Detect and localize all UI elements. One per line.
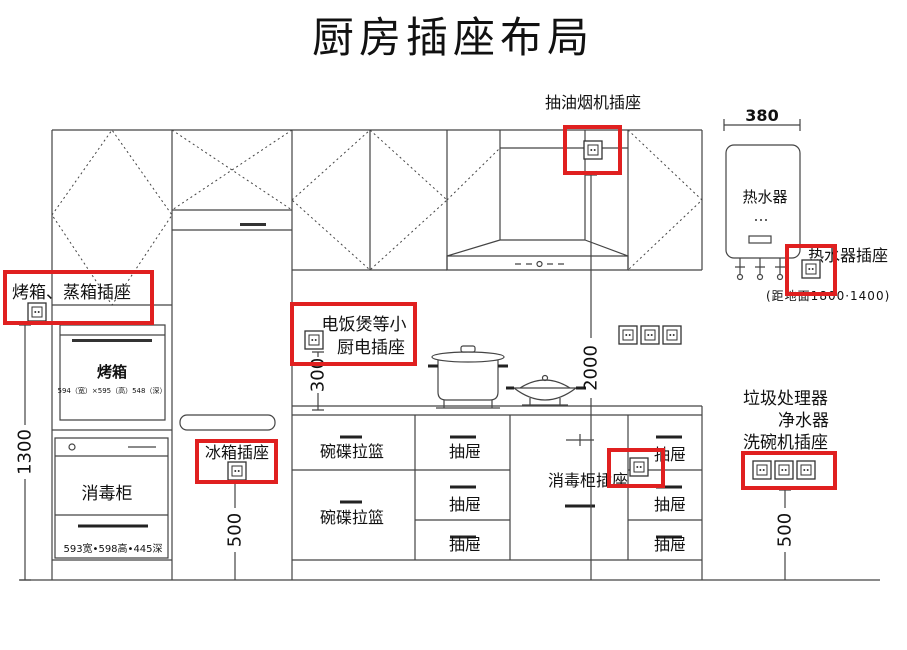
range-hood-knob (536, 260, 543, 268)
water-heater-label: 热水器 (742, 188, 787, 206)
water-heater-display (748, 235, 772, 244)
disinfection-cabinet-label: 消毒柜 (82, 484, 133, 504)
highlight-box-fridge-socket (195, 439, 278, 484)
indicator-dots (755, 219, 767, 221)
drawer-label: 抽屉 (449, 535, 481, 554)
indicator-dot (765, 219, 767, 221)
disinfection-cabinet-body (54, 437, 169, 559)
water-heater-body (725, 144, 801, 259)
wok-burner (522, 398, 568, 406)
socket-icon (618, 325, 638, 345)
water-purifier-label: 净水器 (778, 411, 829, 431)
refrigerator (179, 223, 276, 431)
oven-size-label: 594（宽）×595（高）548（深） (58, 386, 167, 395)
wok-lid (519, 379, 571, 389)
water-heater-pipes (735, 258, 785, 274)
highlight-box-oven-socket (3, 270, 154, 325)
pipe-valve (736, 273, 744, 281)
dish-basket-label: 碗碟拉篮 (320, 442, 384, 461)
socket-icon (662, 325, 682, 345)
range-hood-socket-label: 抽油烟机插座 (545, 93, 641, 112)
socket-icon (752, 460, 772, 480)
pot-icon (428, 345, 508, 409)
fridge-drawer (179, 414, 276, 431)
drawer-handles (340, 435, 682, 539)
pot-burner (436, 400, 500, 409)
small-appliance-socket-label-line2: 厨电插座 (337, 338, 405, 358)
highlight-box-dishwasher-sockets (741, 451, 837, 490)
dishwasher-socket-label: 洗碗机插座 (743, 433, 828, 453)
garbage-disposer-label: 垃圾处理器 (743, 389, 828, 409)
water-heater (725, 144, 801, 281)
disinfection-cabinet-knob (68, 443, 76, 451)
pot-lid (431, 351, 505, 363)
highlight-box-range-hood-socket (563, 125, 622, 175)
disinfection-cabinet (54, 437, 169, 559)
socket-icon (796, 460, 816, 480)
drawer-label: 抽屉 (654, 445, 686, 464)
wok-icon (506, 374, 586, 406)
drawer-label: 抽屉 (449, 495, 481, 514)
pipe-valve (756, 273, 764, 281)
water-heater-width-label: 380 (745, 106, 778, 125)
wok-body (512, 387, 578, 401)
dishwasher-socket-height-dimension: 500 (775, 513, 796, 547)
water-heater-socket-label: 热水器插座 (808, 246, 888, 265)
pipe-valve (776, 273, 784, 281)
sink-faucet-mark (566, 434, 594, 446)
small-appliance-socket-height-dimension: 300 (308, 358, 329, 392)
socket-icon (583, 140, 603, 160)
socket-icon (227, 461, 247, 481)
socket-icon (774, 460, 794, 480)
drawer-label: 抽屉 (654, 535, 686, 554)
pot-body (437, 359, 499, 401)
fridge-handle (240, 223, 266, 226)
socket-icon (629, 457, 649, 477)
socket-icon (27, 302, 47, 322)
dish-basket-label: 碗碟拉篮 (320, 508, 384, 527)
door-swing-lines (51, 129, 703, 306)
fridge-socket-height-dimension: 500 (225, 513, 246, 547)
highlight-box-water-heater-socket (785, 244, 837, 296)
wok-knob (541, 374, 549, 382)
small-appliance-socket-label-line1: 电饭煲等小 (322, 315, 407, 335)
oven-handle (72, 339, 152, 342)
drawer-label: 抽屉 (654, 495, 686, 514)
fridge-socket-label: 冰箱插座 (205, 443, 269, 462)
highlight-box-small-appliance-socket (290, 302, 417, 366)
page-title: 厨房插座布局 (312, 13, 594, 62)
oven-socket-height-dimension: 1300 (15, 429, 36, 475)
range-hood-socket-height-dimension: 2000 (581, 345, 602, 391)
socket-icon (801, 259, 821, 279)
oven-steamer-socket-label: 烤箱、蒸箱插座 (12, 283, 131, 303)
socket-icon (640, 325, 660, 345)
drawer-label: 抽屉 (449, 442, 481, 461)
disinfection-cabinet-size-label: 593宽•598高•445深 (63, 542, 162, 555)
indicator-dot (760, 219, 762, 221)
base-cabinets (292, 405, 703, 580)
indicator-dot (755, 219, 757, 221)
socket-icon (304, 330, 324, 350)
pot-knob (460, 345, 476, 353)
oven-label: 烤箱 (97, 363, 127, 381)
highlight-box-disinfection-cabinet-socket (607, 448, 665, 488)
